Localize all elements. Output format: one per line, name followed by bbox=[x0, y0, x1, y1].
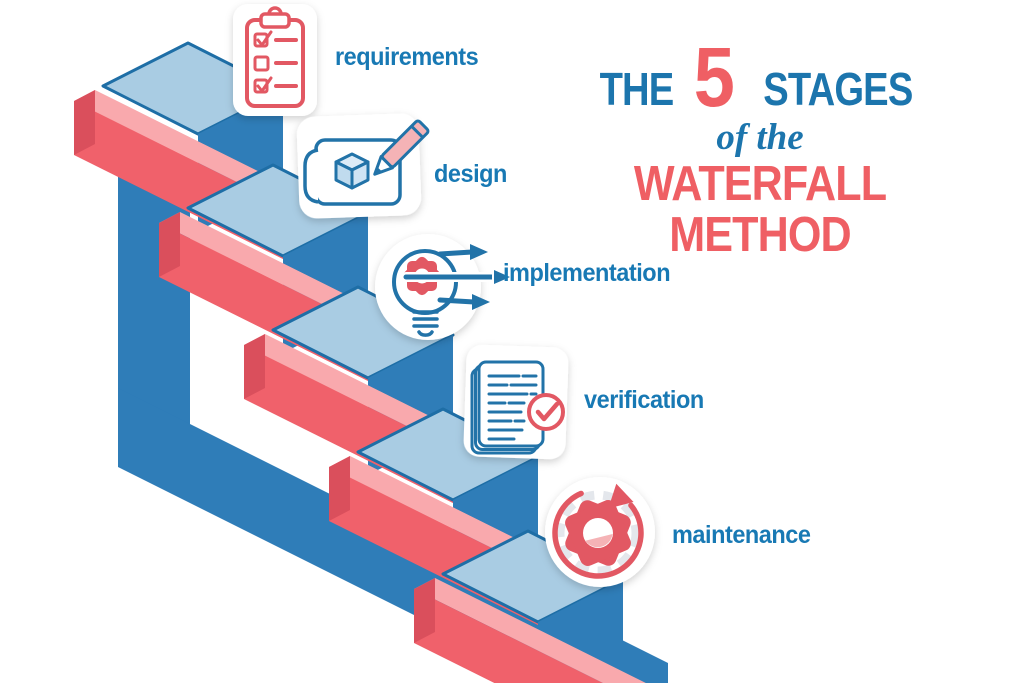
check-circle bbox=[527, 393, 565, 431]
step-5-slab-front bbox=[414, 589, 603, 683]
stage-label-maintenance: maintenance bbox=[672, 521, 811, 549]
gear-shadow-ring bbox=[555, 490, 641, 576]
title-line-1: THE 5 STAGES bbox=[560, 30, 960, 125]
blueprint-pencil-icon bbox=[296, 113, 430, 219]
stage-label-design: design bbox=[434, 160, 507, 188]
maintenance-gear bbox=[565, 500, 631, 566]
refresh-arrow-head bbox=[608, 483, 634, 509]
step-2-slab-end bbox=[159, 212, 180, 277]
blueprint-curl bbox=[303, 148, 319, 204]
bulb-base bbox=[412, 310, 439, 337]
arrows-right bbox=[401, 244, 512, 310]
step-3-slab-end bbox=[244, 334, 265, 399]
title-of-the: of the bbox=[716, 117, 804, 158]
lightbulb-gear-arrows-icon bbox=[375, 234, 512, 340]
check-mark bbox=[535, 401, 560, 422]
title-five: 5 bbox=[694, 30, 736, 125]
step-1-slab-end bbox=[74, 90, 95, 155]
stage-label-verification: verification bbox=[584, 386, 704, 414]
pencil-glyph bbox=[373, 119, 430, 176]
document-text-lines bbox=[487, 374, 538, 441]
title-waterfall: WATERFALL bbox=[633, 156, 887, 211]
gear-refresh-icon bbox=[545, 477, 655, 587]
clipboard-clip bbox=[259, 12, 291, 29]
clipboard-checklist-icon bbox=[233, 4, 317, 116]
title-the: THE bbox=[599, 63, 675, 116]
step-4-slab-end bbox=[329, 456, 350, 521]
cube-glyph bbox=[334, 152, 370, 190]
title-stages: STAGES bbox=[763, 63, 913, 116]
checklist-rows bbox=[253, 30, 298, 94]
refresh-arrow-arc bbox=[552, 487, 644, 579]
staircase bbox=[74, 41, 668, 683]
stage-label-requirements: requirements bbox=[335, 43, 479, 71]
documents-check-icon bbox=[463, 344, 569, 460]
step-5-slab-end bbox=[414, 578, 435, 643]
stage-label-implementation: implementation bbox=[503, 259, 671, 287]
infographic-title: THE 5 STAGES of the WATERFALL METHOD bbox=[560, 34, 960, 261]
step-5 bbox=[414, 529, 646, 683]
step-5-slab-top bbox=[414, 578, 646, 683]
title-method: METHOD bbox=[669, 207, 851, 262]
